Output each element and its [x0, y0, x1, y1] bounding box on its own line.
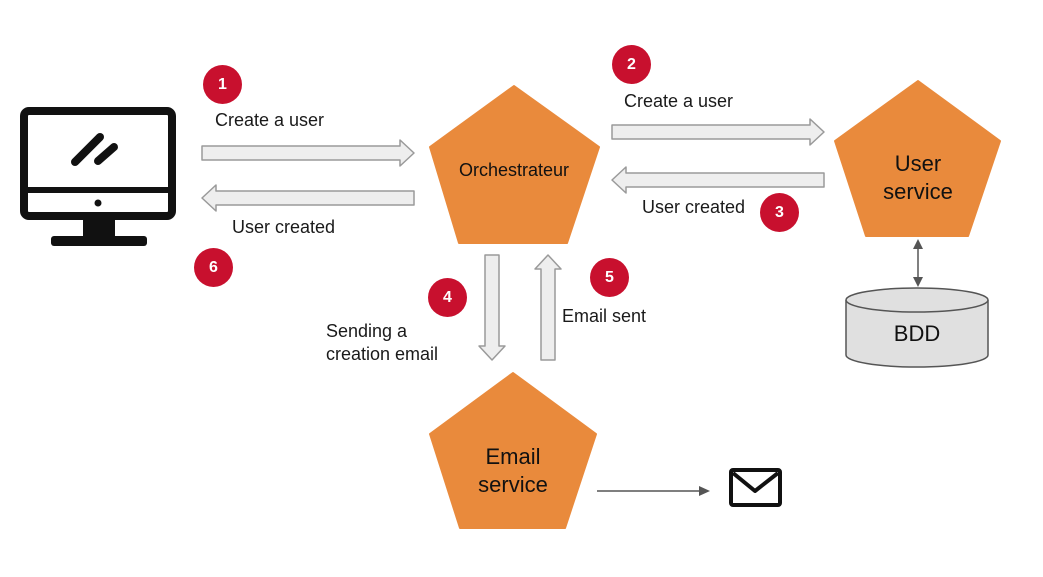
step-badge-6: 6 [194, 248, 233, 287]
envelope-icon [729, 468, 782, 507]
flow-label-2: Create a user [624, 91, 734, 111]
database-node [845, 287, 989, 368]
email-service-label: Email service [478, 444, 548, 497]
database-label: BDD [893, 321, 941, 346]
flow-arrow-6 [201, 184, 415, 212]
user-service-node [834, 80, 1001, 237]
step-badge-4: 4 [428, 278, 467, 317]
step-badge-3: 3 [760, 193, 799, 232]
flow-label-6: User created [232, 217, 336, 237]
user-service-label: User service [883, 151, 953, 204]
step-badge-1: 1 [203, 65, 242, 104]
flow-arrow-4 [478, 254, 506, 361]
orchestrator-label: Orchestrateur [458, 160, 570, 180]
flow-arrow-1 [201, 139, 415, 167]
step-badge-5: 5 [590, 258, 629, 297]
step-badge-2: 2 [612, 45, 651, 84]
desktop-computer-icon [20, 107, 176, 246]
email-send-connector [597, 486, 710, 496]
email-service-node [429, 372, 597, 529]
flow-label-1: Create a user [215, 110, 325, 130]
flow-label-4: Sending a creation email [326, 321, 439, 365]
flow-label-3: User created [642, 197, 746, 217]
orchestrator-node [429, 85, 600, 244]
user-service-db-connector [913, 239, 923, 287]
flow-arrow-3 [611, 166, 825, 194]
flow-arrow-5 [534, 254, 562, 361]
flow-label-5: Email sent [562, 306, 647, 326]
flow-arrow-2 [611, 118, 825, 146]
